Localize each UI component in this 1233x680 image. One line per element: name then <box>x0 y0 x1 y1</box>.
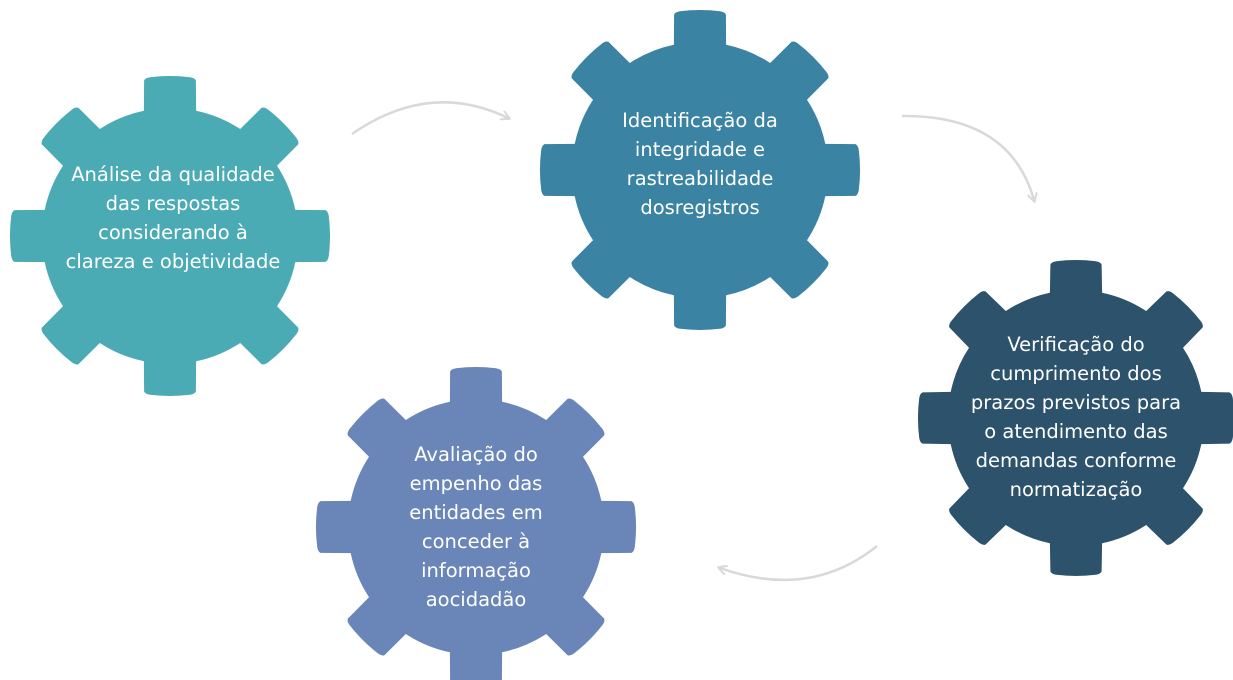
arrow-analise-to-identificacao <box>351 101 508 136</box>
gear-label-line: Análise da qualidade <box>71 163 275 186</box>
gear-label-line: Avaliação do <box>414 443 538 466</box>
gear-label-line: rastreabilidade <box>626 167 774 190</box>
gear-label-line: Identificação da <box>622 109 778 132</box>
gear-label-line: prazos previstos para <box>970 391 1182 414</box>
arrow-identificacao-to-verificacao <box>901 114 1034 200</box>
gear-label-line: entidades em <box>409 501 543 524</box>
gear-label-line: clareza e objetividade <box>65 250 281 273</box>
gear-label-line: demandas conforme <box>975 449 1177 472</box>
gear-label-line: empenho das <box>409 472 543 495</box>
gear-label-avaliacao: Avaliação do empenho das entidades em co… <box>376 440 576 622</box>
gear-avaliacao <box>315 366 637 680</box>
gear-label-line: considerando à <box>98 221 248 244</box>
gear-label-line: aocidadão <box>425 588 527 611</box>
gear-label-line: Verificação do <box>1007 333 1145 356</box>
gear-verificacao <box>917 259 1233 577</box>
gear-label-verificacao: Verificação do cumprimento dos prazos pr… <box>956 330 1196 500</box>
gear-label-analise: Análise da qualidade das respostas consi… <box>55 160 291 284</box>
arrow-verificacao-to-avaliacao <box>720 545 878 582</box>
gear-label-line: cumprimento dos <box>990 362 1162 385</box>
gear-label-line: dosregistros <box>640 196 760 219</box>
gear-label-line: integridade e <box>634 138 766 161</box>
gear-label-identificacao: Identificação da integridade e rastreabi… <box>588 106 812 227</box>
gear-label-line: conceder à <box>421 530 531 553</box>
gear-analise <box>9 75 331 397</box>
gear-identificacao <box>539 9 861 331</box>
gear-label-line: o atendimento das <box>984 420 1168 443</box>
gear-label-line: normatização <box>1009 478 1143 500</box>
gear-label-line: informação <box>421 559 531 582</box>
gear-label-line: das respostas <box>105 192 241 215</box>
